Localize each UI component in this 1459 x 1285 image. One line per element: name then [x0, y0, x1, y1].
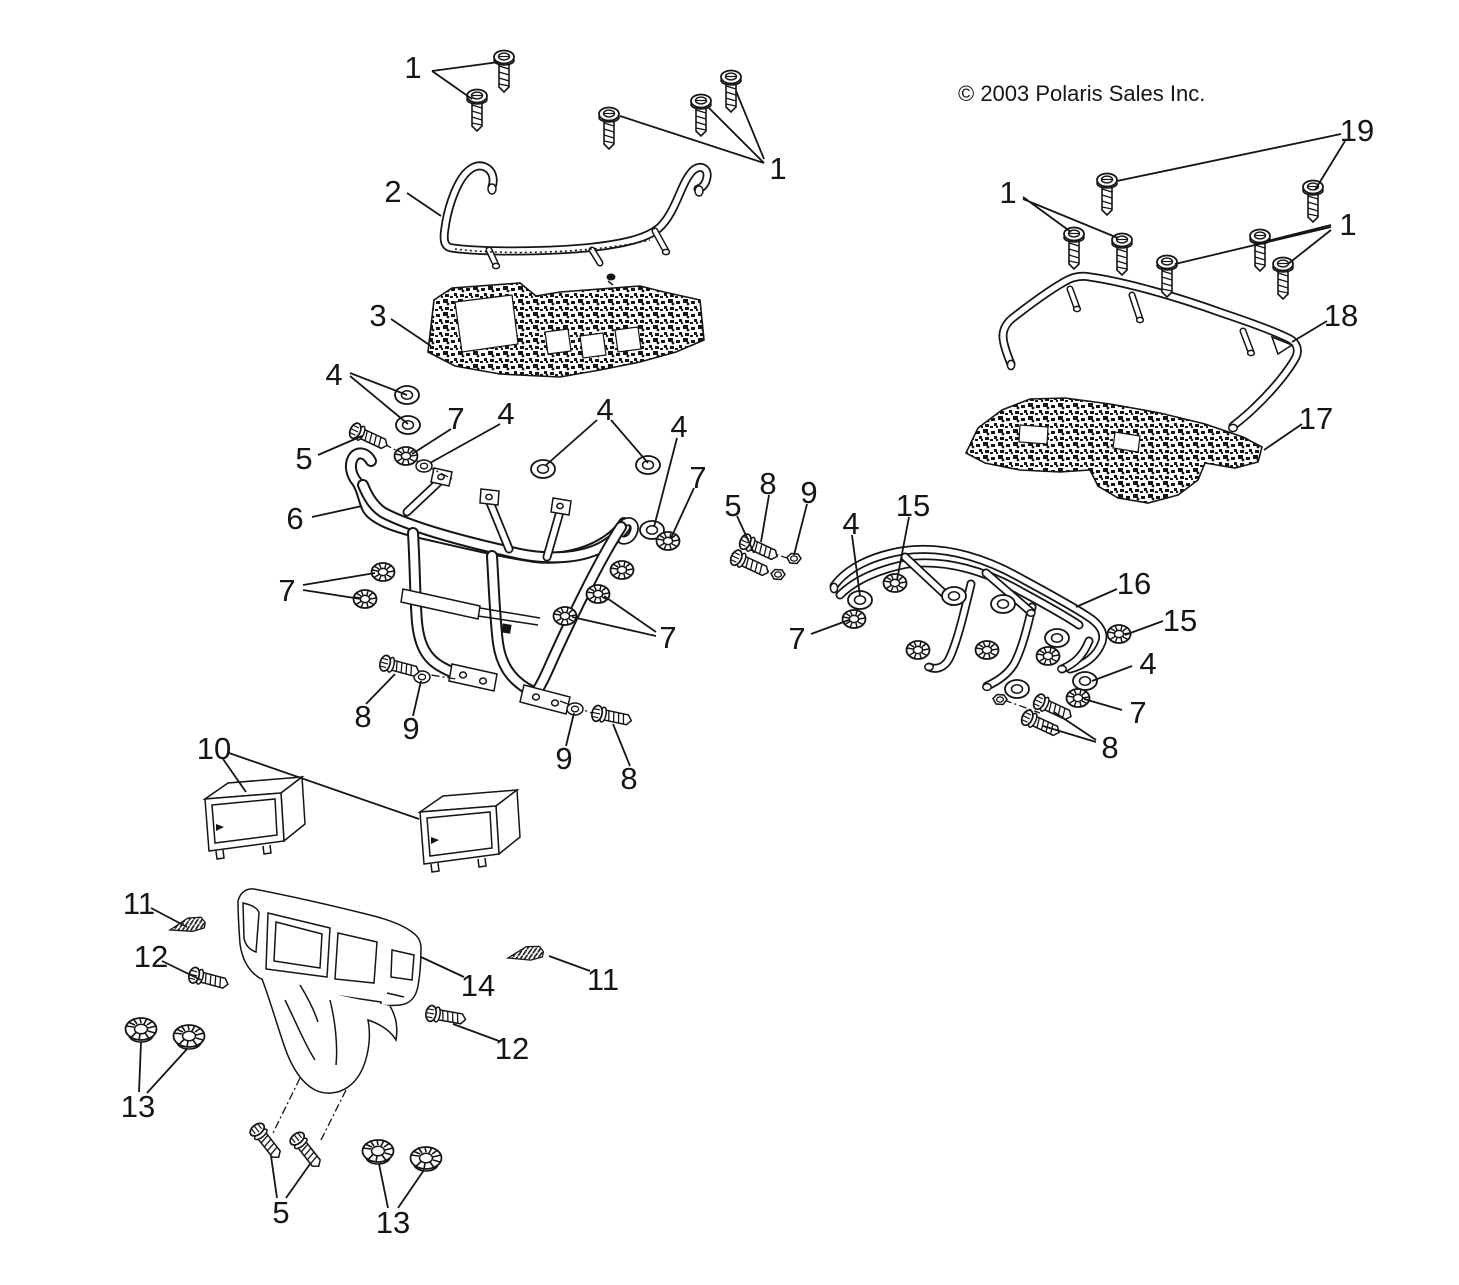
- callout-screws-rear-right-1: 1: [1339, 207, 1356, 242]
- callout-screws-rear-19: 19: [1340, 113, 1374, 148]
- callout-washer-bumper-left: 9: [402, 711, 419, 746]
- callout-nuts-bumper-center: 7: [659, 620, 676, 655]
- callout-bolts-rear-left: 8: [759, 466, 776, 501]
- front-rack-tube: [439, 161, 712, 270]
- callout-washer-rear-right: 4: [1139, 646, 1156, 681]
- callout-front-cover: 14: [461, 968, 495, 1003]
- callout-nut-rear-top: 15: [896, 488, 930, 523]
- callout-screws-bottom: 5: [272, 1195, 289, 1230]
- callout-nut-rear-right: 15: [1163, 603, 1197, 638]
- callout-screws-front-right: 1: [769, 151, 786, 186]
- front-bumper: [344, 443, 639, 724]
- callout-grommets-right: 13: [376, 1205, 410, 1240]
- screws-front: [466, 49, 742, 150]
- callout-nut-rear-left: 9: [800, 475, 817, 510]
- callout-nut-front-mid: 7: [689, 460, 706, 495]
- callout-screw-cover-left: 11: [123, 886, 155, 921]
- callout-screws-front-left: 1: [404, 50, 421, 85]
- callout-rear-rack-mesh: 17: [1299, 401, 1333, 436]
- small-clip: [606, 273, 616, 286]
- front-rack-mesh-panel: [427, 282, 705, 378]
- callout-headlights: 10: [197, 731, 231, 766]
- callout-washers-front-top: 4: [596, 392, 613, 427]
- leader-lines: [138, 61, 1346, 1209]
- callout-screw-cover-right: 11: [587, 962, 619, 997]
- callout-screw-cover-right2: 12: [495, 1031, 529, 1066]
- callout-nut-rear-bottom: 7: [1129, 695, 1146, 730]
- callout-nut-rear-mid: 7: [788, 621, 805, 656]
- headlight-left: [202, 775, 306, 860]
- callout-bolt-bumper-bottom: 8: [620, 761, 637, 796]
- callout-bolt-bumper-left: 8: [354, 699, 371, 734]
- callout-rear-rack-tube: 18: [1324, 298, 1358, 333]
- callout-bolts-rear-bottom: 8: [1101, 730, 1118, 765]
- callout-nuts-bumper-left: 7: [278, 573, 295, 608]
- callout-screw-rear-left: 5: [724, 488, 741, 523]
- headlight-right: [417, 788, 521, 873]
- callout-front-bumper: 6: [286, 501, 303, 536]
- callout-washer-bumper-bottom: 9: [555, 741, 572, 776]
- callout-rear-bumper: 16: [1117, 566, 1151, 601]
- callout-washer-front-mid: 4: [670, 409, 687, 444]
- callout-washer-rear-top: 4: [842, 506, 859, 541]
- callout-grommets-left: 13: [121, 1089, 155, 1124]
- copyright-text: © 2003 Polaris Sales Inc.: [958, 81, 1205, 106]
- callout-screws-rear-left-1: 1: [999, 175, 1016, 210]
- front-cover: [237, 888, 422, 1143]
- callout-washers-left: 4: [325, 357, 342, 392]
- callout-screw-front-left: 5: [295, 441, 312, 476]
- callout-screw-cover-left2: 12: [134, 939, 168, 974]
- rear-rack-mesh-panel: [964, 397, 1263, 504]
- callout-nut-front-left: 7: [447, 401, 464, 436]
- callout-front-rack-tube: 2: [384, 174, 401, 209]
- callout-front-rack-mesh: 3: [369, 298, 386, 333]
- callout-washer-front-left: 4: [497, 396, 514, 431]
